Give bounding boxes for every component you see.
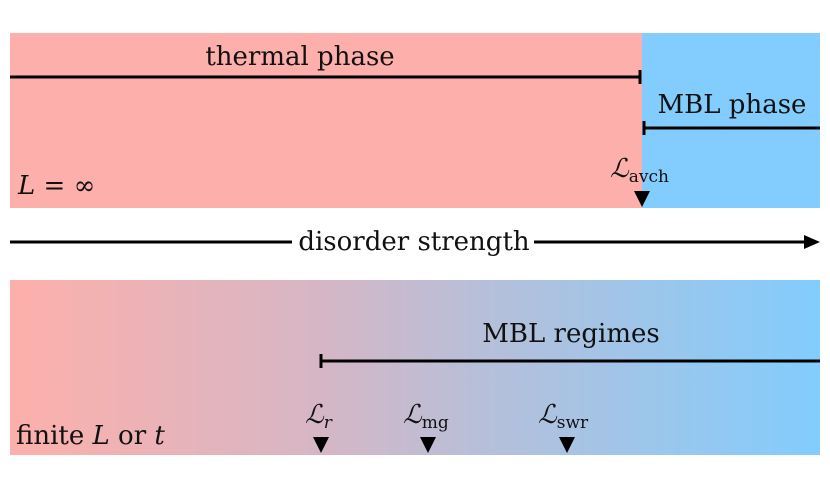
marker-r-label: ℒr [305, 400, 333, 433]
marker-r-triangle [313, 437, 329, 453]
marker-swr-triangle [559, 437, 575, 453]
avalanche-marker-label: ℒavch [610, 154, 669, 187]
bottom-panel: MBL regimes finite L or t ℒr ℒmg ℒswr [10, 280, 820, 455]
mbl-regimes-bracket [319, 354, 820, 368]
finite-size-region [10, 280, 820, 455]
marker-mg: ℒmg [403, 400, 449, 453]
mbl-phase-label: MBL phase [658, 90, 807, 120]
thermal-phase-label: thermal phase [205, 42, 394, 72]
disorder-axis-label: disorder strength [298, 227, 530, 257]
marker-swr-label: ℒswr [538, 400, 589, 433]
disorder-axis: disorder strength [10, 227, 820, 257]
marker-mg-triangle [420, 437, 436, 453]
avalanche-marker: ℒavch [610, 154, 669, 207]
marker-swr: ℒswr [538, 400, 589, 453]
top-panel: thermal phase MBL phase L = ∞ ℒavch [10, 33, 820, 208]
finite-system-label: finite L or t [16, 421, 165, 451]
mbl-phase-region [642, 33, 820, 208]
marker-r: ℒr [305, 400, 333, 453]
avalanche-marker-triangle [634, 191, 650, 207]
mbl-regimes-label: MBL regimes [482, 319, 659, 349]
disorder-axis-arrowhead [804, 235, 820, 249]
mbl-phase-bracket [642, 121, 820, 135]
marker-mg-label: ℒmg [403, 400, 449, 433]
infinite-system-label: L = ∞ [17, 171, 95, 201]
thermal-phase-bracket [10, 70, 642, 84]
thermal-phase-region [10, 33, 642, 208]
